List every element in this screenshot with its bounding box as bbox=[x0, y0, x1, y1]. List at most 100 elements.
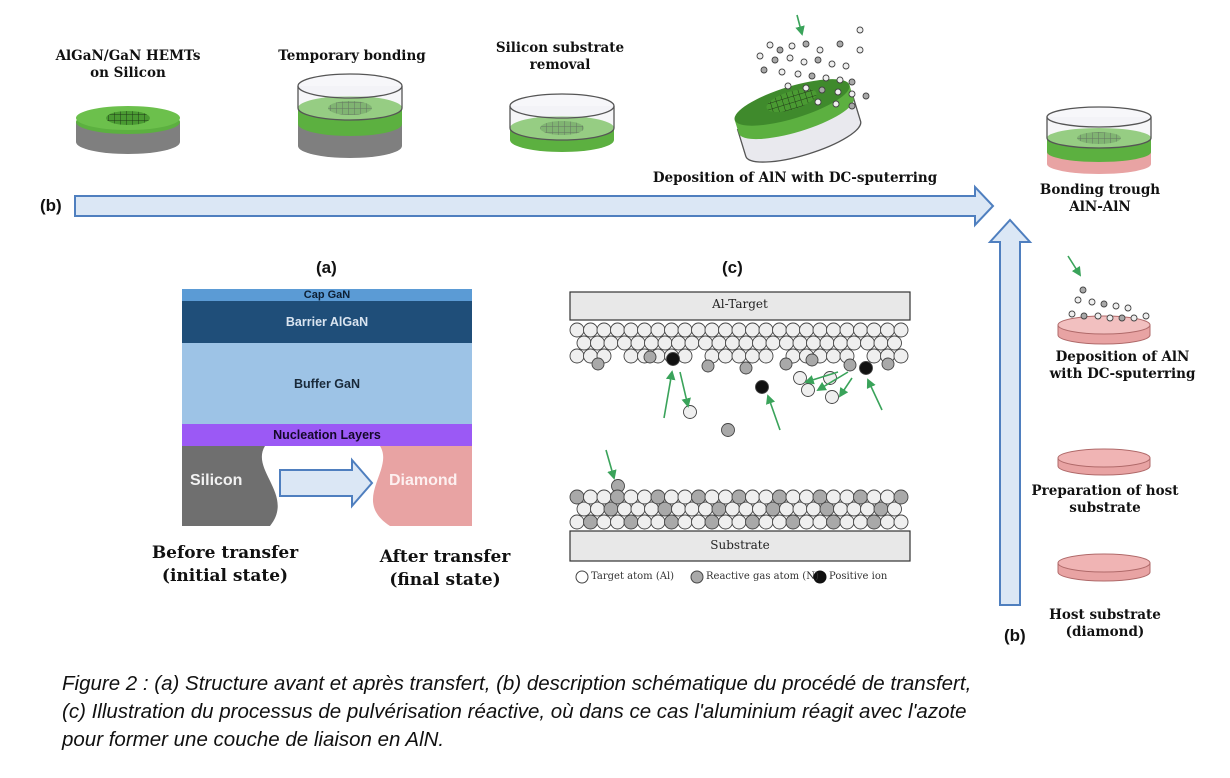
substrate-atom bbox=[691, 489, 706, 505]
target-atom bbox=[826, 322, 841, 338]
substrate-atom bbox=[718, 514, 733, 530]
target-atom bbox=[576, 335, 592, 351]
target-atom bbox=[887, 335, 902, 351]
substrate-atom bbox=[664, 514, 679, 530]
target-atom bbox=[630, 335, 646, 351]
target-atom bbox=[583, 322, 598, 338]
sputter-particle bbox=[794, 70, 802, 78]
target-atom bbox=[671, 335, 686, 351]
target-atom bbox=[779, 335, 794, 351]
sputter-particle bbox=[822, 74, 830, 82]
substrate-atom bbox=[758, 489, 774, 505]
sputter-particle bbox=[1106, 314, 1114, 322]
sputter-particle bbox=[1094, 312, 1102, 320]
panel-b-tag-right: (b) bbox=[1004, 626, 1026, 645]
target-atom bbox=[691, 322, 706, 338]
target-atom bbox=[880, 322, 895, 338]
substrate-atom bbox=[623, 514, 639, 530]
layer-nucleation: Nucleation Layers bbox=[273, 428, 381, 442]
substrate-atom bbox=[866, 489, 882, 505]
layer-cap-gan: Cap GaN bbox=[303, 289, 351, 301]
target-atom bbox=[711, 335, 727, 351]
sputter-particle bbox=[842, 62, 850, 70]
target-atom bbox=[677, 348, 693, 364]
substrate-atom bbox=[812, 514, 828, 530]
substrate-atom bbox=[610, 489, 625, 505]
substrate-atom bbox=[772, 514, 787, 530]
target-atom bbox=[752, 335, 767, 351]
substrate-atom bbox=[880, 514, 895, 530]
substrate-atom bbox=[839, 489, 855, 505]
sputter-particle bbox=[802, 84, 810, 92]
positive-ion bbox=[755, 380, 769, 394]
sputter-ion-arrow-right bbox=[1067, 255, 1082, 277]
target-atom bbox=[664, 322, 679, 338]
target-atom bbox=[637, 322, 652, 338]
target-atom bbox=[819, 335, 835, 351]
sputter-particle bbox=[776, 46, 784, 54]
before-line-2: (initial state) bbox=[161, 566, 289, 586]
legend-reactive-atom: Reactive gas atom (N) bbox=[706, 571, 819, 582]
target-atom bbox=[569, 322, 585, 338]
target-atom bbox=[590, 335, 605, 351]
target-atom bbox=[853, 322, 868, 338]
positive-ion bbox=[666, 352, 680, 366]
substrate-atom bbox=[772, 489, 787, 505]
positive-ion bbox=[859, 361, 873, 375]
ion-path-arrow bbox=[605, 449, 617, 480]
substrate-atom bbox=[596, 514, 612, 530]
silicon-label: Silicon bbox=[190, 472, 243, 489]
target-atom bbox=[731, 322, 747, 338]
legend-target-atom: Target atom (Al) bbox=[591, 571, 675, 582]
host-deposition-disk bbox=[1057, 315, 1151, 345]
target-atom bbox=[873, 335, 889, 351]
al-target-label: Al-Target bbox=[712, 297, 768, 311]
target-atom bbox=[603, 335, 619, 351]
target-atom bbox=[725, 335, 740, 351]
substrate-atom bbox=[826, 489, 841, 505]
sputter-particle bbox=[800, 58, 808, 66]
target-atom bbox=[866, 322, 882, 338]
reactive-atom bbox=[739, 361, 753, 375]
target-atom bbox=[826, 348, 841, 364]
sputter-particle bbox=[1124, 304, 1132, 312]
sputter-particle bbox=[832, 100, 840, 108]
sputter-particle bbox=[818, 86, 826, 94]
target-atom bbox=[644, 335, 659, 351]
sputter-particles-right bbox=[1068, 286, 1150, 322]
reactive-atom bbox=[805, 353, 819, 367]
sputter-particles-top bbox=[756, 26, 870, 110]
reactive-atom bbox=[843, 358, 857, 372]
ion-path-arrow bbox=[804, 371, 839, 385]
target-atom bbox=[793, 371, 807, 385]
step-hemt-label: AlGaN/GaN HEMTs on Silicon bbox=[55, 48, 201, 81]
substrate-atom bbox=[677, 514, 693, 530]
target-atom bbox=[833, 335, 848, 351]
target-atom bbox=[812, 322, 828, 338]
target-atom bbox=[623, 348, 639, 364]
substrate-atom bbox=[826, 514, 841, 530]
substrate-atom bbox=[637, 514, 652, 530]
target-atom bbox=[683, 405, 697, 419]
sputter-particle bbox=[760, 66, 768, 74]
ion-path-arrow bbox=[838, 377, 853, 398]
target-atom bbox=[596, 322, 612, 338]
target-atom bbox=[846, 335, 862, 351]
sputter-particle bbox=[834, 88, 842, 96]
sputter-particle bbox=[856, 46, 864, 54]
reactive-atom bbox=[881, 357, 895, 371]
substrate-atom bbox=[623, 489, 639, 505]
substrate-atom bbox=[677, 489, 693, 505]
sputter-particle bbox=[766, 41, 774, 49]
sputter-particle bbox=[1088, 298, 1096, 306]
substrate-atom bbox=[569, 489, 585, 505]
reactive-atom bbox=[643, 350, 657, 364]
sputter-particle bbox=[848, 90, 856, 98]
host-substrate-label: Host substrate (diamond) bbox=[1049, 607, 1161, 640]
substrate-atom bbox=[839, 514, 855, 530]
wafer-tilted-deposition bbox=[734, 79, 862, 163]
substrate-atom bbox=[785, 514, 801, 530]
legend-reactive-atom-symbol bbox=[690, 570, 704, 584]
